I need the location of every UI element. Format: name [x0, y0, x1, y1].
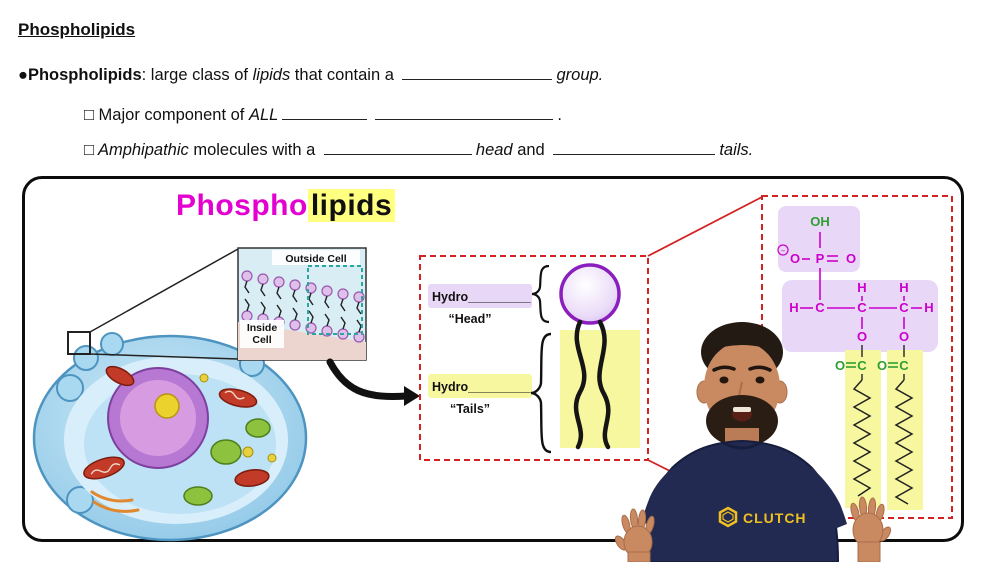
blank-line	[375, 106, 554, 120]
collar	[723, 441, 761, 450]
title-phospho: Phospho	[176, 189, 308, 222]
golgi	[90, 490, 140, 513]
blank-line	[553, 141, 716, 155]
ester-oxygen-label: O	[877, 358, 887, 373]
hydroxyl-label: OH	[810, 214, 830, 229]
carbon-label: C	[899, 300, 909, 315]
eye	[719, 376, 729, 384]
line1-group-italic: group.	[556, 66, 604, 84]
tails-brace	[530, 332, 552, 454]
line3-text-2: and	[512, 141, 550, 159]
line1-text: : large class of	[141, 66, 253, 84]
hydrophobic-blank-label: Hydro_________	[432, 380, 532, 394]
hydrophilic-blank-label: Hydro_________	[432, 290, 532, 304]
hydrogen-label: H	[789, 300, 798, 315]
blank-line	[282, 106, 368, 120]
teeth	[733, 407, 751, 412]
oxygen-double-label: O	[846, 251, 856, 266]
vesicles	[199, 373, 277, 463]
line1-mid-text: that contain a	[290, 66, 399, 84]
hydrogen-label: H	[857, 280, 866, 295]
fatty-acid-tail-2	[597, 319, 611, 450]
zoom-arrow	[326, 358, 420, 406]
blank-line	[323, 141, 472, 155]
fatty-acid-tail-1	[573, 319, 587, 450]
head-caption: “Head”	[448, 312, 491, 326]
ester-carbon-label: C	[857, 358, 867, 373]
inside-cell-label-2: Cell	[252, 334, 271, 346]
minus-charge: −	[781, 247, 786, 256]
bilayer	[241, 270, 365, 343]
phosphorus-label: P	[816, 251, 825, 266]
head-brace	[531, 264, 550, 324]
bullet-square: □	[84, 141, 94, 159]
tails-caption: “Tails”	[450, 402, 490, 416]
carbon-label: C	[857, 300, 867, 315]
hydrogen-label: H	[899, 280, 908, 295]
oxygen-label: O	[857, 329, 867, 344]
notes-line-3: □ Amphipathic molecules with a head and …	[84, 141, 753, 160]
outside-cell-label: Outside Cell	[285, 253, 346, 265]
phosphate-highlight	[778, 206, 860, 272]
notes-line-1: ●Phospholipids: large class of lipids th…	[18, 66, 603, 85]
bullet-square: □	[84, 106, 94, 124]
phospholipid-schematic: Hydro_________ “Head” Hydro_________ “Ta…	[419, 255, 649, 461]
clutch-logo-text: CLUTCH	[743, 510, 807, 526]
hydrogen-label: H	[924, 300, 933, 315]
glycerol-highlight	[782, 280, 938, 352]
eye	[755, 376, 765, 384]
oxygen-label: O	[899, 329, 909, 344]
line3-head-italic: head	[475, 141, 513, 159]
hydrocarbon-chain-1	[852, 379, 872, 497]
line2-period: .	[557, 106, 562, 124]
term-phospholipids: Phospholipids	[27, 66, 142, 84]
chain-highlight-1	[845, 350, 881, 508]
ester-oxygen-label: O	[835, 358, 845, 373]
bullet-dot: ●	[18, 66, 28, 84]
inset-selection-box	[307, 265, 363, 335]
blank-line	[402, 66, 553, 80]
chemical-structure: OH P O − O H C C C H H H O O C O C	[761, 195, 953, 519]
line3-tails-italic: tails.	[719, 141, 754, 159]
eyebrow	[712, 365, 736, 372]
left-hand	[614, 508, 655, 562]
inside-cell-label-1: Inside	[247, 322, 278, 334]
green-organelles	[183, 418, 271, 506]
notes-line-2: □ Major component of ALL.	[84, 106, 562, 125]
line2-text: Major component of	[93, 106, 249, 124]
carbon-label: C	[815, 300, 825, 315]
hexagon-icon	[718, 506, 738, 528]
nucleolus	[154, 393, 180, 419]
ester-carbon-label: C	[899, 358, 909, 373]
notes-heading: Phospholipids	[18, 20, 136, 39]
right-sleeve	[806, 468, 847, 534]
line3-amphipathic-italic: Amphipathic	[93, 141, 189, 159]
line2-all-italic: ALL	[248, 106, 279, 124]
eyebrow	[748, 365, 772, 372]
right-hand	[850, 496, 892, 562]
instructor-figure: CLUTCH	[614, 322, 892, 562]
cell-illustration	[32, 332, 308, 542]
line1-lipids-italic: lipids	[252, 66, 291, 84]
title-lipids: lipids	[307, 189, 396, 222]
membrane-inset: Outside Cell Inside Cell	[237, 247, 367, 361]
zoom-square	[67, 248, 239, 360]
clutch-logo: CLUTCH	[718, 506, 807, 528]
phospholipid-head-circle	[559, 263, 621, 325]
hydrocarbon-chain-2	[894, 379, 914, 505]
line3-text-1: molecules with a	[188, 141, 320, 159]
oxygen-minus-label: O	[790, 251, 800, 266]
